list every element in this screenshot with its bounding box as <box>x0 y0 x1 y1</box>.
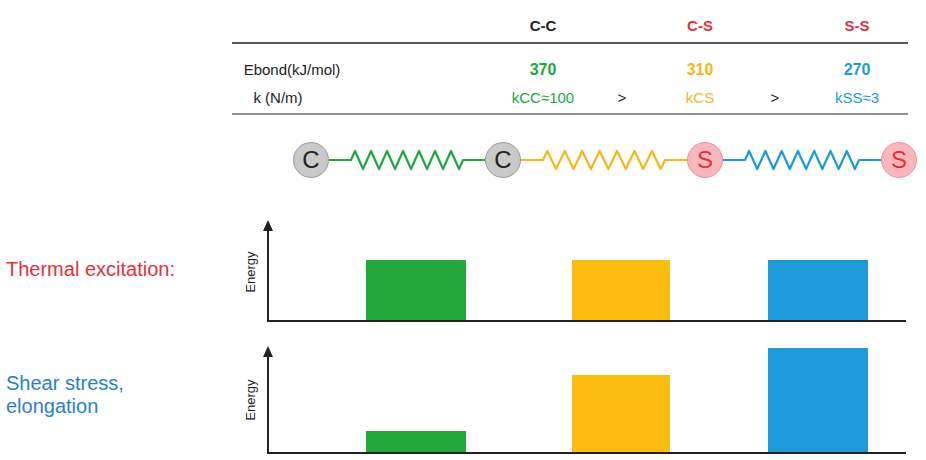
comparison-sign: > <box>771 89 780 106</box>
axis <box>267 320 906 322</box>
table-value: kCS <box>686 89 714 106</box>
energy-bar <box>572 375 670 452</box>
atom-symbol: S <box>697 148 713 172</box>
table-value: 370 <box>530 61 557 79</box>
atom-circle: S <box>881 142 917 178</box>
energy-bar <box>768 348 868 452</box>
column-header: C-S <box>687 17 713 34</box>
axis-arrow <box>263 346 273 357</box>
table-rule <box>232 42 908 44</box>
atom-symbol: C <box>494 148 511 172</box>
atom-circle: C <box>293 142 329 178</box>
energy-bar <box>366 431 466 452</box>
atom-circle: S <box>687 142 723 178</box>
comparison-sign: > <box>618 89 627 106</box>
column-header: S-S <box>844 17 869 34</box>
axis <box>267 452 906 454</box>
axis-label: Energy <box>244 251 259 292</box>
energy-bar <box>366 260 466 320</box>
table-value: kCC≈100 <box>512 89 574 106</box>
table-value: 270 <box>844 61 871 79</box>
table-rule <box>232 113 908 114</box>
atom-symbol: S <box>891 148 907 172</box>
atom-circle: C <box>485 142 521 178</box>
table-value: 310 <box>687 61 714 79</box>
bond-spring <box>723 151 881 169</box>
row-title: Thermal excitation: <box>6 258 175 281</box>
axis-arrow <box>263 220 273 231</box>
bond-spring <box>521 151 687 169</box>
table-value: kSS≈3 <box>835 89 879 106</box>
axis <box>267 226 269 322</box>
energy-bar <box>768 260 868 320</box>
bond-spring <box>329 151 485 169</box>
row-title: Shear stress, elongation <box>6 372 156 418</box>
column-header: C-C <box>530 17 557 34</box>
atom-symbol: C <box>302 148 319 172</box>
axis-label: Energy <box>244 379 259 420</box>
row-header: Ebond(kJ/mol) <box>244 61 341 78</box>
row-header: k (N/m) <box>253 89 302 106</box>
energy-bar <box>572 260 670 320</box>
axis <box>267 352 269 454</box>
